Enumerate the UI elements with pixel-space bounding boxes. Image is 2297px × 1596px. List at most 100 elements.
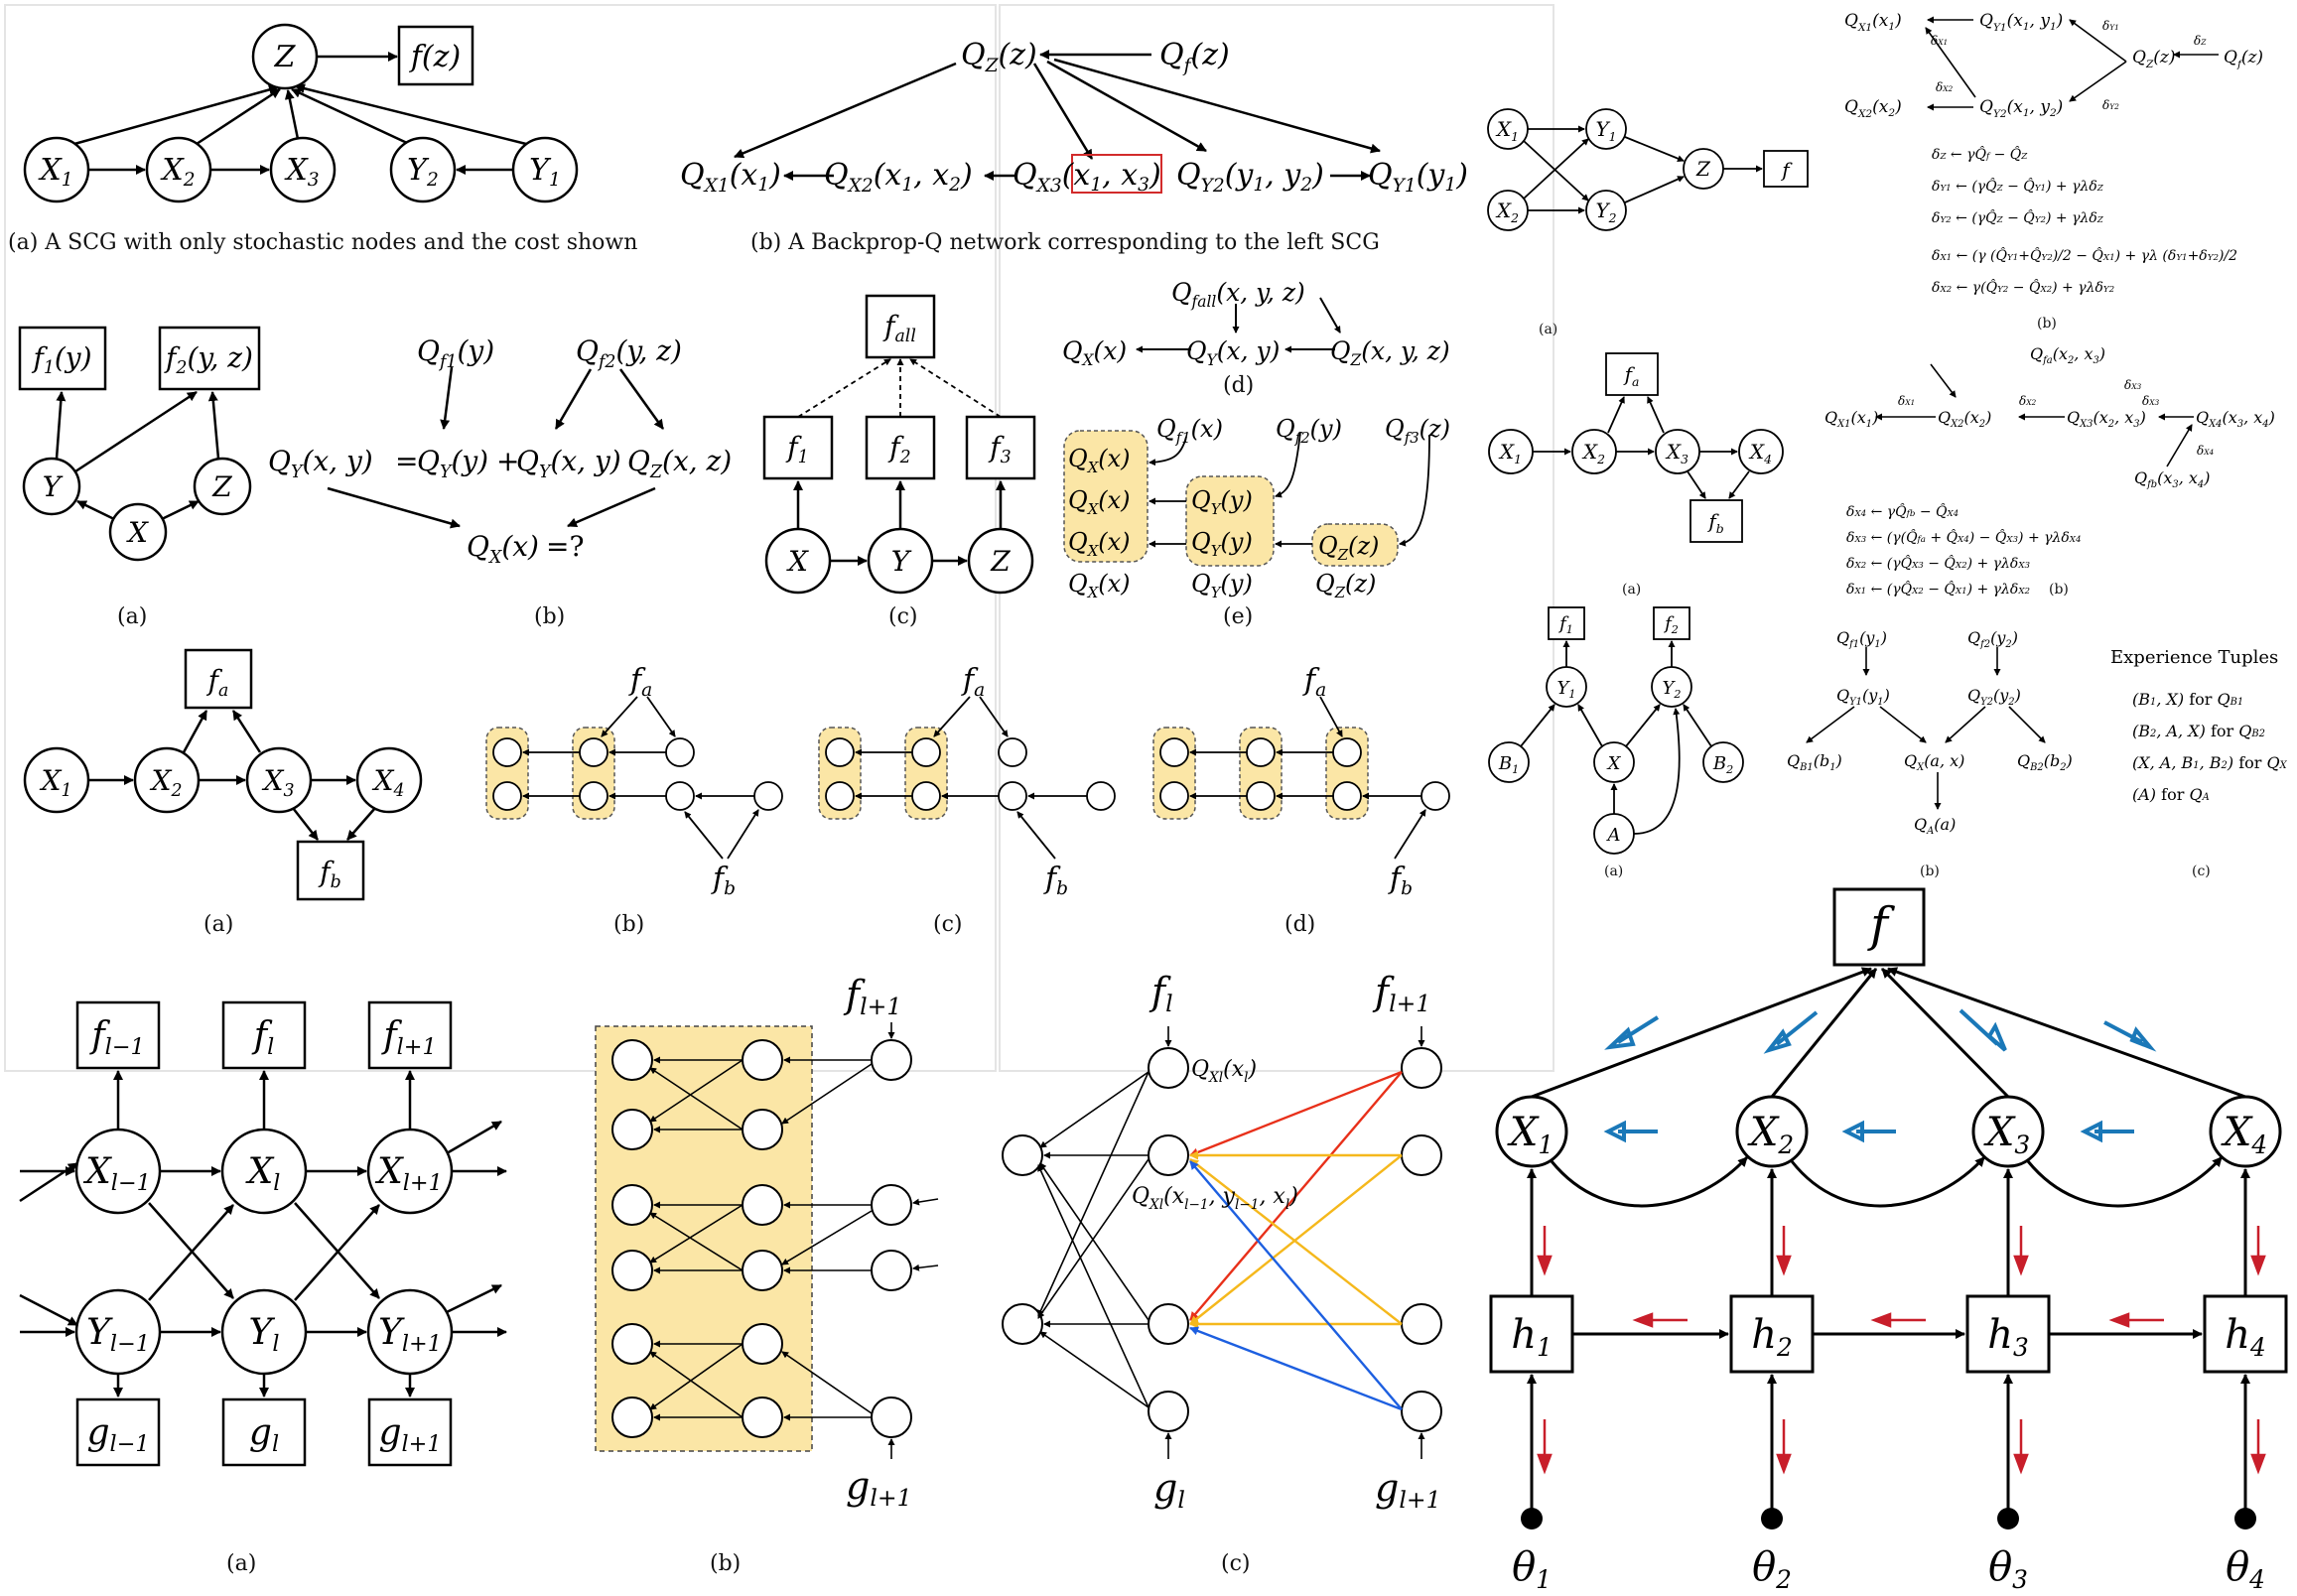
svg-text:QX2(x1, x2): QX2(x1, x2) (824, 158, 973, 197)
svg-text:Qf2(y2): Qf2(y2) (1967, 628, 2018, 650)
right-chain-q-b-labels: Qfa(x2, x3) QX1(x1) QX2(x2) QX3(x2, x3) … (1824, 344, 2275, 598)
chain-two-costs-a (23, 648, 423, 901)
svg-text:δX3: δX3 (2142, 394, 2160, 408)
rnn-scg-diagram: f X1 X2 X3 X4 h1 h2 h3 h4 θ1 θ2 θ3 θ4 (1489, 887, 2288, 1594)
svg-text:QY2(y1, y2): QY2(y1, y2) (1176, 158, 1324, 197)
svg-text:X: X (786, 545, 809, 578)
caption-layered-a: (a) (226, 1551, 256, 1576)
svg-text:Y: Y (891, 545, 912, 578)
svg-text:Y: Y (43, 470, 64, 503)
svg-text:δZ ← γQ̂f − Q̂Z: δZ ← γQ̂f − Q̂Z (1932, 145, 2028, 163)
svg-text:Qf1(y): Qf1(y) (417, 334, 494, 372)
svg-text:Qf(z): Qf(z) (1159, 38, 1230, 76)
svg-text:QX3(x1, x3): QX3(x1, x3) (1013, 158, 1161, 197)
svg-text:(B2, A, X) for QB2: (B2, A, X) for QB2 (2132, 722, 2265, 740)
svg-text:δX1: δX1 (1931, 34, 1948, 48)
svg-text:δX4 ← γQ̂fb − Q̂X4: δX4 ← γQ̂fb − Q̂X4 (1846, 502, 1959, 520)
svg-text:fl+1: fl+1 (1372, 970, 1430, 1017)
right-chain-a-labels: fa fb X1 X2 X3 X4 (1498, 362, 1772, 536)
svg-text:Z: Z (274, 40, 297, 74)
svg-text:fb: fb (1043, 862, 1068, 899)
experience-tuples: Experience Tuples (B1, X) for QB1 (B2, A… (2110, 647, 2288, 804)
svg-text:h4: h4 (2225, 1312, 2266, 1362)
svg-text:QY(x, y): QY(x, y) (1186, 336, 1280, 369)
svg-text:θ2: θ2 (1752, 1544, 1792, 1594)
svg-text:QY2(x1, y2): QY2(x1, y2) (1979, 97, 2063, 120)
highlight-variant-c: fa fb (818, 663, 1116, 899)
svg-text:Qfa(x2, x3): Qfa(x2, x3) (2030, 344, 2105, 366)
svg-text:gl+1: gl+1 (846, 1464, 912, 1512)
svg-text:A: A (1606, 825, 1621, 846)
right-scg-a (1487, 108, 1809, 231)
svg-text:QX1(x1): QX1(x1) (680, 158, 781, 197)
svg-text:QXl(xl): QXl(xl) (1191, 1057, 1257, 1086)
right-tree-a (1488, 606, 1744, 855)
svg-text:Qf(z): Qf(z) (2224, 48, 2263, 70)
layered-highlight-b: fl+1 gl+1 (595, 973, 939, 1512)
highlight-variant-d: fa fb (1152, 663, 1450, 899)
svg-text:δX3: δX3 (2124, 378, 2142, 392)
svg-text:QX1(x1): QX1(x1) (1844, 11, 1902, 34)
right-tree-q-b (1806, 647, 2046, 810)
svg-text:Qfall(x, y, z): Qfall(x, y, z) (1171, 278, 1305, 311)
svg-text:QY(y): QY(y) (1191, 570, 1253, 601)
svg-text:QY(y): QY(y) (417, 445, 488, 482)
caption-right-tree-a: (a) (1604, 864, 1623, 879)
backprop-q-network-b-labels: QZ(z) Qf(z) QX1(x1) QX2(x1, x2) QX3(x1, … (680, 38, 1468, 197)
svg-text:QX(x): QX(x) (1068, 486, 1131, 518)
right-q-network-b-labels: QX1(x1) QY1(x1, y1) QZ(z) Qf(z) QX2(x2) … (1844, 11, 2263, 296)
chain-q-d (1136, 297, 1341, 353)
svg-text:Qfb(x3, x4): Qfb(x3, x4) (2134, 468, 2210, 490)
svg-text:QX(x): QX(x) (1062, 336, 1127, 369)
svg-text:δZ: δZ (2194, 34, 2207, 48)
svg-text:QY2(y2): QY2(y2) (1967, 686, 2021, 708)
svg-text:QZ(x, y, z): QZ(x, y, z) (1330, 336, 1450, 369)
svg-text:θ4: θ4 (2226, 1544, 2265, 1594)
svg-text:fa: fa (961, 663, 985, 701)
right-q-network-b (1925, 16, 2219, 111)
svg-text:X4: X4 (372, 764, 405, 801)
svg-text:QY(x, y): QY(x, y) (268, 445, 373, 482)
svg-text:QB2(b2): QB2(b2) (2017, 751, 2073, 773)
svg-text:δX1 ← (γ (Q̂Y1+Q̂Y2)/2 − Q̂X1): δX1 ← (γ (Q̂Y1+Q̂Y2)/2 − Q̂X1) + γλ (δY1… (1932, 246, 2237, 264)
svg-text:QX4(x3, x4): QX4(x3, x4) (2196, 408, 2275, 430)
scg-diagram-a (23, 23, 579, 203)
svg-text:f(z): f(z) (409, 40, 461, 74)
right-chain-q-b (1875, 363, 2194, 467)
caption-right-a: (a) (1539, 322, 1557, 337)
svg-text:δX2: δX2 (1936, 80, 1954, 94)
svg-text:+: + (496, 445, 519, 477)
caption-chain-d: (d) (1223, 373, 1254, 398)
svg-text:QY(x, y): QY(x, y) (516, 445, 621, 482)
svg-text:QA(a): QA(a) (1914, 815, 1956, 837)
svg-text:QZ(x, z): QZ(x, z) (627, 445, 732, 482)
svg-text:Qf1(y1): Qf1(y1) (1836, 628, 1887, 650)
svg-text:fb: fb (1388, 862, 1413, 899)
svg-text:δX3 ← (γ(Q̂fa + Q̂X4) − Q̂X3): δX3 ← (γ(Q̂fa + Q̂X4) − Q̂X3) + γλδX4 (1846, 528, 2082, 546)
chain-q-d-labels: Qfall(x, y, z) QX(x) QY(x, y) QZ(x, y, z… (1062, 278, 1450, 369)
svg-text:fb: fb (711, 862, 736, 899)
caption-cost-all-c: (c) (888, 604, 918, 629)
cost-diagram-a-labels: f1(y) f2(y, z) Y X Z (31, 341, 253, 549)
decomposed-q-e: Qf1(x) Qf2(y) Qf3(z) QX(x) QX(x) QX(x) Q… (1063, 415, 1450, 601)
caption-variant-d: (d) (1284, 912, 1315, 937)
svg-text:(A) for QA: (A) for QA (2132, 785, 2210, 804)
q-decomposition-b-labels: Qf1(y) Qf2(y, z) QY(x, y) = QY(y) + QY(x… (268, 334, 732, 568)
q-decomposition-b (327, 366, 665, 529)
svg-text:QX2(x2): QX2(x2) (1844, 97, 1902, 120)
svg-text:Qf3(z): Qf3(z) (1385, 415, 1450, 447)
svg-text:QY1(x1, y1): QY1(x1, y1) (1979, 11, 2063, 34)
cost-diagram-a (18, 326, 261, 562)
svg-text:δY2: δY2 (2102, 98, 2119, 112)
svg-text:QX(x): QX(x) (1068, 570, 1131, 601)
svg-text:δX1: δX1 (1898, 394, 1915, 408)
svg-text:X: X (1606, 753, 1622, 774)
caption-scg-a: (a) A SCG with only stochastic nodes and… (8, 230, 637, 255)
caption-backprop-b: (b) A Backprop-Q network corresponding t… (750, 230, 1380, 255)
svg-text:δY1 ← (γQ̂Z − Q̂Y1) + γλδZ: δY1 ← (γQ̂Z − Q̂Y1) + γλδZ (1932, 177, 2104, 195)
right-tree-q-b-labels: Qf1(y1) Qf2(y2) QY1(y1) QY2(y2) QB1(b1) … (1787, 628, 2073, 837)
svg-text:QXl(xl−1, yl−1, xl): QXl(xl−1, yl−1, xl) (1132, 1184, 1298, 1213)
caption-decomposed-e: (e) (1223, 604, 1253, 629)
caption-experience-c: (c) (2192, 864, 2211, 879)
svg-text:QX(a, x): QX(a, x) (1904, 751, 1964, 773)
